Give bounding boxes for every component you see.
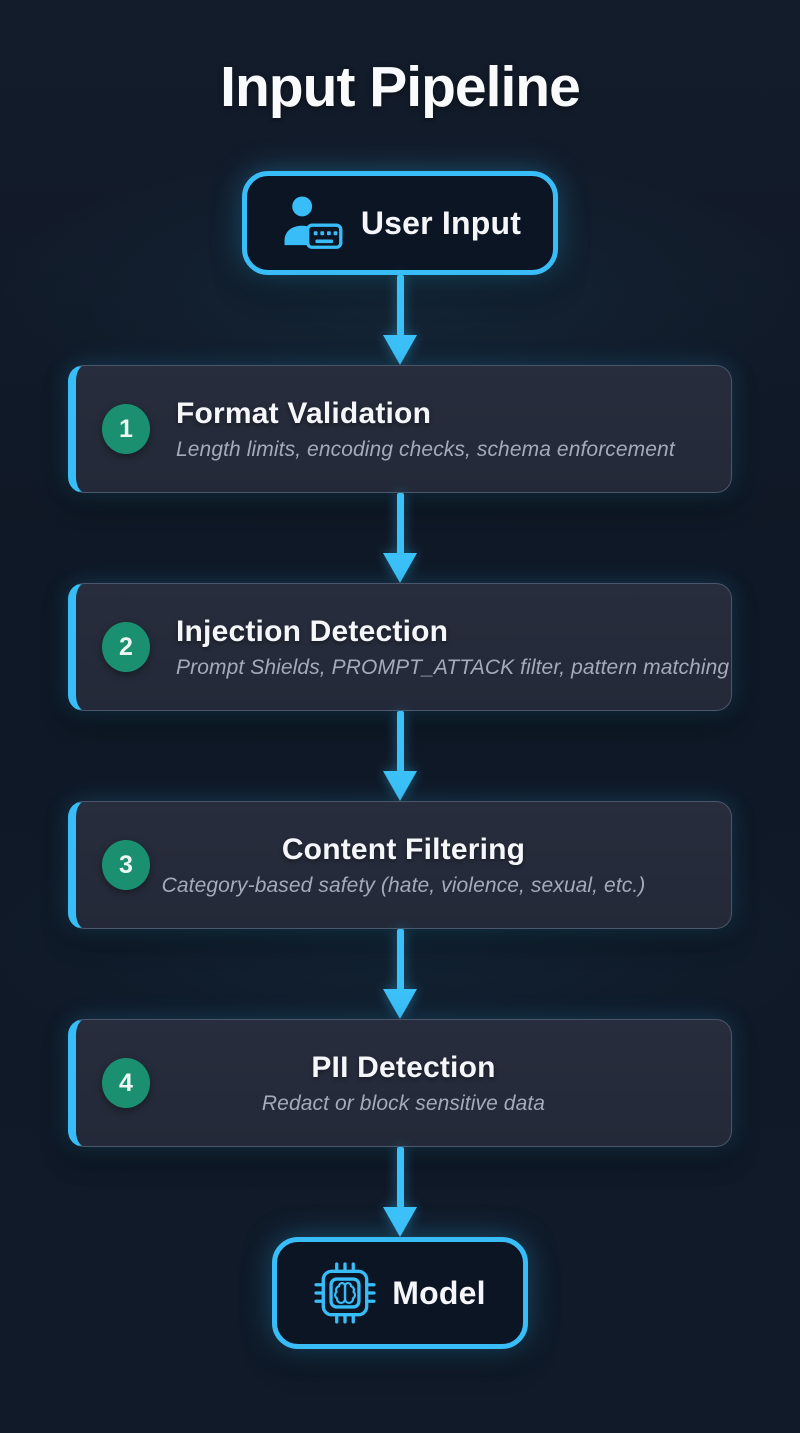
step-pii-detection: 4 PII Detection Redact or block sensitiv… — [68, 1019, 732, 1148]
step-subtitle: Length limits, encoding checks, schema e… — [176, 437, 675, 461]
step-title: Content Filtering — [281, 832, 526, 866]
arrow-down-icon — [383, 275, 417, 366]
arrow-down-icon — [383, 1147, 417, 1238]
arrow-down-icon — [383, 929, 417, 1020]
step-number-badge: 3 — [102, 840, 150, 891]
step-title: PII Detection — [311, 1050, 496, 1084]
arrow-down-icon — [383, 711, 417, 802]
user-input-node: User Input — [242, 171, 558, 276]
user-keyboard-icon — [279, 194, 343, 252]
step-number-badge: 1 — [102, 404, 150, 455]
model-label: Model — [392, 1274, 486, 1311]
step-subtitle: Prompt Shields, PROMPT_ATTACK filter, pa… — [176, 655, 730, 679]
step-number-badge: 4 — [102, 1058, 150, 1109]
arrow-down-icon — [383, 493, 417, 584]
step-title: Injection Detection — [176, 614, 449, 648]
step-number-badge: 2 — [102, 622, 150, 673]
step-format-validation: 1 Format Validation Length limits, encod… — [68, 365, 732, 494]
step-content-filtering: 3 Content Filtering Category-based safet… — [68, 801, 732, 930]
step-title: Format Validation — [176, 396, 432, 430]
chip-brain-icon — [314, 1262, 376, 1324]
step-subtitle: Redact or block sensitive data — [261, 1091, 546, 1115]
page-title: Input Pipeline — [220, 55, 581, 119]
step-injection-detection: 2 Injection Detection Prompt Shields, PR… — [68, 583, 732, 712]
user-input-label: User Input — [360, 204, 522, 241]
model-node: Model — [272, 1237, 528, 1350]
step-subtitle: Category-based safety (hate, violence, s… — [161, 873, 646, 897]
